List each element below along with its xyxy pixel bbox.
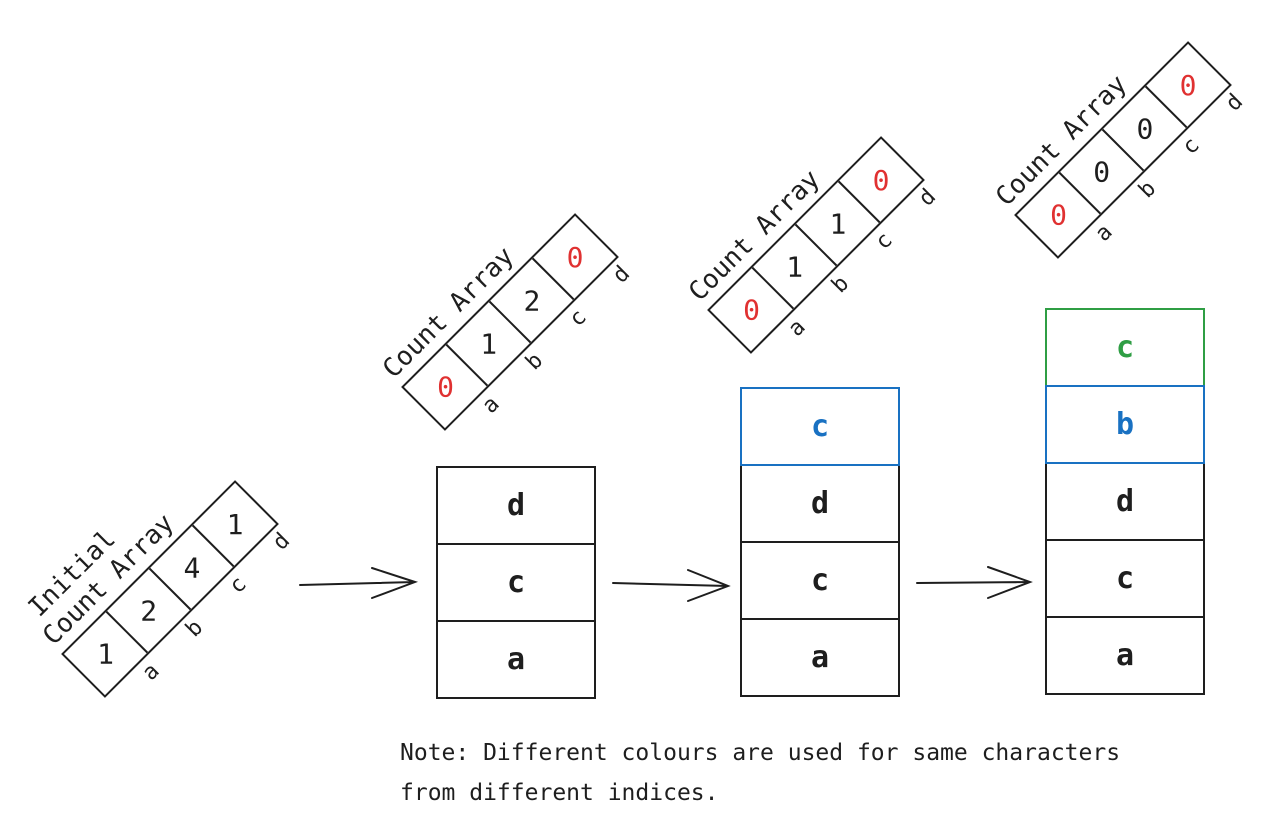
- note-line-2: from different indices.: [400, 780, 719, 806]
- stack-cell: a: [1045, 616, 1205, 695]
- stack-cell: b: [1045, 385, 1205, 464]
- arrow-3-line: [916, 566, 1033, 599]
- stack-cell: c: [1045, 308, 1205, 387]
- arrow-2-line: [612, 569, 731, 602]
- stack-cell: a: [436, 620, 596, 699]
- stack-cell: a: [740, 618, 900, 697]
- stack-cell: c: [740, 387, 900, 466]
- note: Note: Different colours are used for sam…: [400, 733, 1120, 813]
- note-line-1: Note: Different colours are used for sam…: [400, 740, 1121, 766]
- arrow-1-line: [299, 567, 419, 599]
